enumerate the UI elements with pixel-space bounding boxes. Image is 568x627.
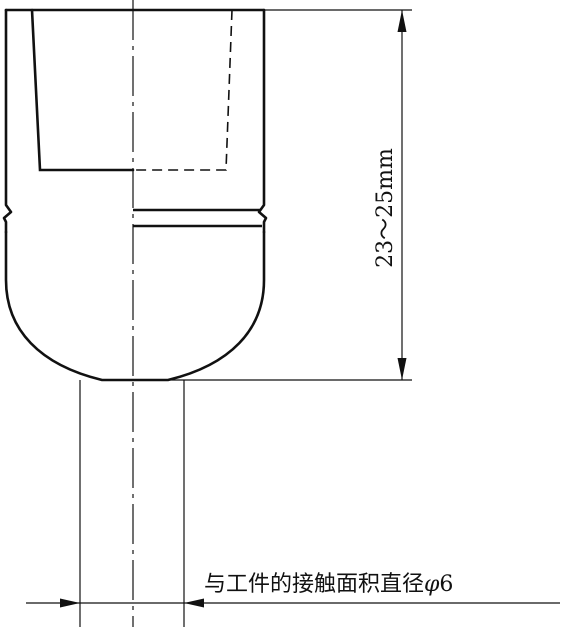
height-label: 23～25mm bbox=[373, 148, 398, 268]
left-wall bbox=[2, 8, 13, 234]
diameter-label: 与工件的接触面积直径φ6 bbox=[204, 572, 453, 597]
height-arrow-top bbox=[397, 10, 407, 32]
right-wall bbox=[257, 8, 268, 234]
diameter-value: 6 bbox=[439, 572, 453, 597]
diameter-arrow-left bbox=[60, 598, 80, 608]
inner-cavity bbox=[30, 8, 135, 172]
hidden-lines bbox=[133, 9, 233, 171]
rounded-tip bbox=[4, 230, 266, 382]
height-dimension bbox=[168, 9, 412, 381]
diameter-symbol: φ bbox=[424, 572, 440, 597]
diameter-arrow-right bbox=[184, 598, 204, 608]
height-arrow-bottom bbox=[397, 358, 407, 380]
diameter-dimension bbox=[26, 598, 560, 608]
groove-lines bbox=[133, 208, 262, 228]
cavity-left-wall bbox=[30, 8, 135, 172]
contact-extension-lines bbox=[79, 380, 185, 627]
part-outline bbox=[2, 8, 268, 382]
cavity-right-hidden bbox=[133, 9, 233, 171]
diameter-label-text: 与工件的接触面积直径 bbox=[204, 572, 424, 597]
